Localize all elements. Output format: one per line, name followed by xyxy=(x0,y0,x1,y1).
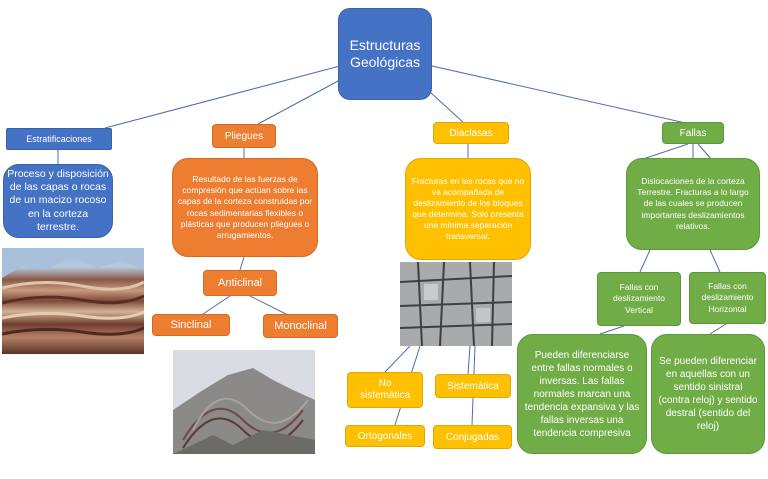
pliegues-description: Resultado de las fuerzas de compresión q… xyxy=(172,158,318,257)
diaclasas-description: Fracturas en las rocas que no va acompañ… xyxy=(405,158,531,260)
fallas-vertical-node: Fallas con deslizamiento Vertical xyxy=(597,272,681,326)
root-title: Estructuras Geológicas xyxy=(349,36,421,71)
fallas-label: Fallas xyxy=(662,122,724,144)
fallas-description: Dislocaciones de la corteza Terrestre. F… xyxy=(626,158,760,250)
root-node: Estructuras Geológicas xyxy=(338,8,432,100)
pliegues-label: Pliegues xyxy=(212,124,276,148)
diaclasas-rock-photo xyxy=(400,262,512,346)
no-sistematica-node: No sistemática xyxy=(347,372,423,408)
estratificaciones-rock-photo xyxy=(2,248,144,354)
monoclinal-node: Monoclinal xyxy=(263,314,338,338)
sinclinal-node: Sinclinal xyxy=(152,314,230,336)
fallas-horizontal-node: Fallas con deslizamiento Horizontal xyxy=(689,272,766,324)
pliegues-fold-photo xyxy=(173,350,315,454)
fallas-vertical-description: Pueden diferenciarse entre fallas normal… xyxy=(517,334,647,454)
sistematica-node: Sistemática xyxy=(435,374,511,398)
fallas-horizontal-description: Se pueden diferenciar en aquellas con un… xyxy=(651,334,765,454)
ortogonales-node: Ortogonales xyxy=(345,425,425,447)
anticlinal-node: Anticlinal xyxy=(203,270,277,296)
estratificaciones-description: Proceso y disposición de las capas o roc… xyxy=(3,164,113,238)
estratificaciones-label: Estratificaciones xyxy=(6,128,112,150)
conjugadas-node: Conjugadas xyxy=(433,425,512,449)
diaclasas-label: Diaclasas xyxy=(433,122,509,144)
